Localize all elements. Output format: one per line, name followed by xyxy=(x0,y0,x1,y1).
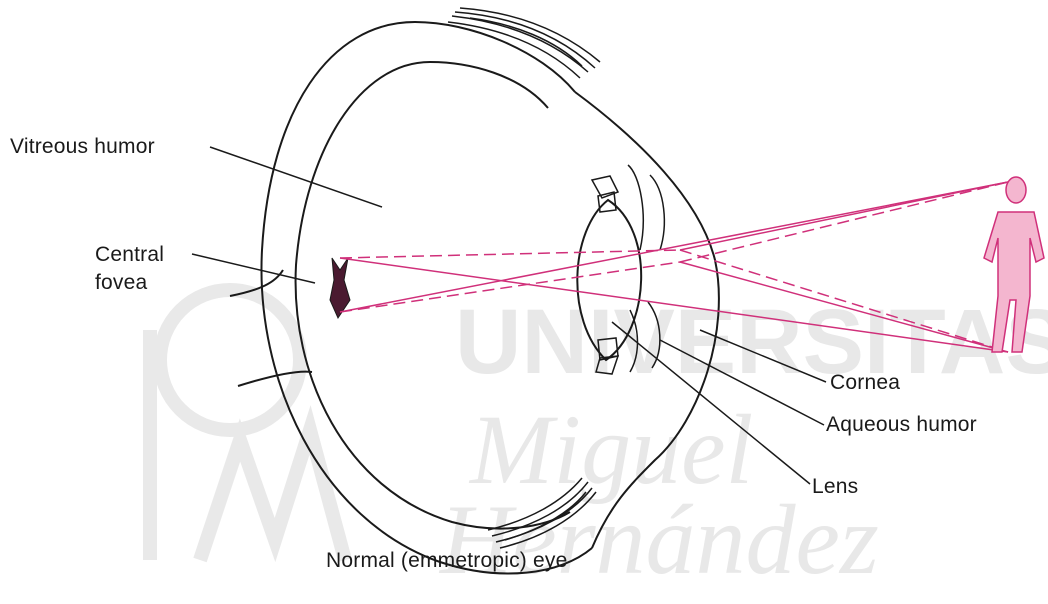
label-central-fovea-line1: Central xyxy=(95,242,164,268)
watermark-logo xyxy=(150,290,345,560)
caption: Normal (emmetropic) eye xyxy=(326,548,568,574)
person-figure xyxy=(984,177,1044,352)
light-rays xyxy=(340,182,1008,352)
label-central-fovea-line2: fovea xyxy=(95,270,147,296)
label-cornea: Cornea xyxy=(830,370,900,396)
lower-eyelid xyxy=(488,478,596,548)
label-lens: Lens xyxy=(812,474,858,500)
fovea-image xyxy=(330,258,350,318)
label-vitreous-humor: Vitreous humor xyxy=(10,134,155,160)
label-aqueous-humor: Aqueous humor xyxy=(826,412,977,438)
lens-shape xyxy=(577,200,641,360)
upper-eyelid xyxy=(448,8,600,78)
eyeball-outline xyxy=(230,22,719,573)
